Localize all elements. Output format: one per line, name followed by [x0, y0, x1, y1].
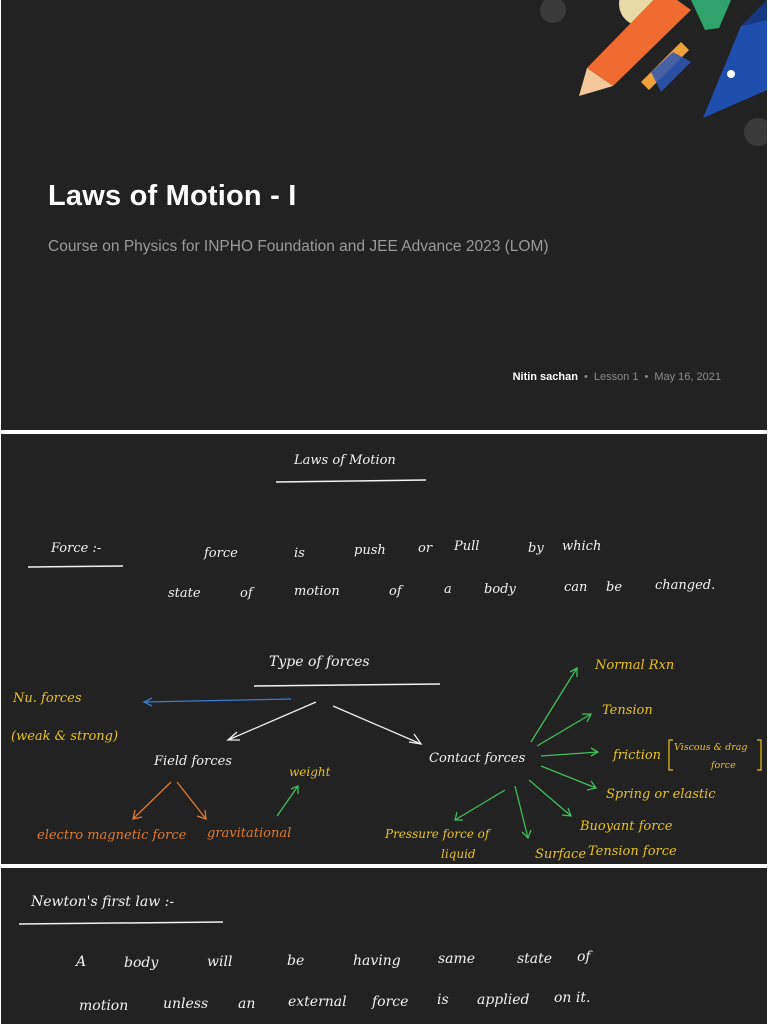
newton-word: is: [437, 992, 449, 1008]
def-word: Pull: [453, 539, 479, 554]
forces-notes-canvas: Laws of Motion Force :- force is push or…: [11, 453, 762, 862]
def-word: of: [240, 586, 255, 601]
types-underline: [253, 683, 441, 687]
def-word: force: [203, 546, 238, 561]
newton-underline: [18, 921, 224, 925]
arrow-to-spring: [540, 765, 597, 789]
newton-word: force: [371, 994, 408, 1010]
newton-word: external: [288, 994, 347, 1010]
force-underline: [27, 565, 124, 568]
newton-word: state: [517, 951, 552, 967]
def-word: body: [484, 582, 516, 597]
forces-notes-slide: Laws of Motion Force :- force is push or…: [1, 434, 767, 864]
newton-word: having: [353, 953, 401, 969]
newton-word: A: [74, 954, 86, 970]
blue-band-icon: [651, 52, 691, 92]
arrow-to-weight: [276, 785, 299, 817]
arrow-to-nuclear: [143, 698, 292, 703]
decorative-pencils-illustration: [540, 0, 767, 146]
newton-notes-canvas: Newton's first law :- A body will be hav…: [18, 894, 593, 1014]
field-forces-label: Field forces: [153, 754, 232, 769]
orange-pencil-icon: [587, 0, 691, 86]
def-word: be: [606, 580, 622, 595]
tension-label: Tension: [602, 703, 653, 718]
def-word: motion: [294, 584, 340, 599]
tension-force-label: Tension force: [588, 844, 677, 859]
lesson-meta: Nitin sachan • Lesson 1 • May 16, 2021: [513, 371, 721, 383]
def-word: can: [564, 580, 587, 595]
arrow-to-surface-tension: [514, 785, 529, 839]
newton-word: body: [124, 955, 159, 971]
newton-heading: Newton's first law :-: [30, 894, 174, 910]
heading-underline: [275, 479, 427, 483]
friction-note-1: Viscous & drag: [674, 742, 748, 753]
em-force-label: electro magnetic force: [37, 828, 187, 843]
decor-circle: [540, 0, 566, 23]
title-slide: Laws of Motion - I Course on Physics for…: [1, 0, 767, 430]
types-heading: Type of forces: [269, 654, 370, 670]
arrow-to-contact: [332, 705, 422, 745]
pressure-label: Pressure force of: [384, 827, 492, 841]
arrow-to-buoyant: [528, 779, 572, 817]
green-shape-icon: [691, 0, 731, 30]
arrow-to-em: [132, 781, 172, 820]
newton-word: of: [577, 949, 593, 965]
liquid-label: liquid: [441, 847, 476, 861]
spring-label: Spring or elastic: [606, 787, 716, 802]
separator-dot: •: [644, 371, 649, 383]
newton-word: motion: [79, 998, 128, 1014]
pencil-tip-icon: [579, 68, 613, 96]
buoyant-label: Buoyant force: [579, 819, 673, 834]
arrow-to-field: [227, 701, 317, 741]
nuclear-forces-sub: (weak & strong): [11, 729, 118, 744]
arrow-to-tension: [536, 713, 592, 747]
newton-word: will: [207, 954, 232, 970]
nuclear-forces-label: Nu. forces: [12, 691, 82, 706]
newton-word: an: [238, 996, 255, 1012]
def-word: which: [562, 539, 601, 554]
friction-label: friction: [612, 748, 661, 763]
decor-circle: [744, 118, 767, 146]
lesson-title: Laws of Motion - I: [48, 180, 297, 212]
def-word: or: [418, 541, 433, 556]
def-word: state: [168, 586, 201, 601]
pen-nib-icon: [703, 20, 767, 118]
force-label: Force :-: [50, 541, 101, 556]
friction-note-2: force: [710, 760, 736, 771]
def-word: push: [354, 543, 386, 558]
weight-label: weight: [289, 765, 331, 779]
pen-nib-hole-icon: [727, 70, 735, 78]
def-word: is: [294, 546, 305, 561]
def-word: by: [528, 541, 544, 556]
lesson-number: Lesson 1: [593, 371, 639, 383]
arrow-to-friction: [540, 751, 599, 757]
separator-dot: •: [583, 371, 588, 383]
newton-word: be: [287, 953, 304, 969]
def-word: changed.: [655, 578, 715, 593]
arrow-to-normal: [530, 667, 578, 743]
contact-forces-label: Contact forces: [429, 751, 526, 766]
def-word: a: [444, 582, 452, 597]
author-name: Nitin sachan: [512, 371, 578, 383]
def-word: of: [389, 584, 404, 599]
newton-word: applied: [477, 992, 530, 1008]
notes-heading: Laws of Motion: [293, 453, 396, 468]
surface-label: Surface: [535, 847, 586, 862]
newton-word: on it.: [554, 990, 590, 1006]
newton-notes-slide: Newton's first law :- A body will be hav…: [1, 868, 767, 1024]
gravitational-label: gravitational: [207, 826, 291, 841]
arrow-to-gravity: [176, 781, 207, 820]
friction-bracket: [668, 739, 762, 771]
normal-reaction-label: Normal Rxn: [594, 658, 674, 673]
arrow-to-pressure: [454, 789, 506, 821]
newton-word: unless: [163, 996, 208, 1012]
lesson-date: May 16, 2021: [654, 371, 721, 383]
course-subtitle: Course on Physics for INPHO Foundation a…: [48, 238, 549, 255]
newton-word: same: [438, 951, 475, 967]
